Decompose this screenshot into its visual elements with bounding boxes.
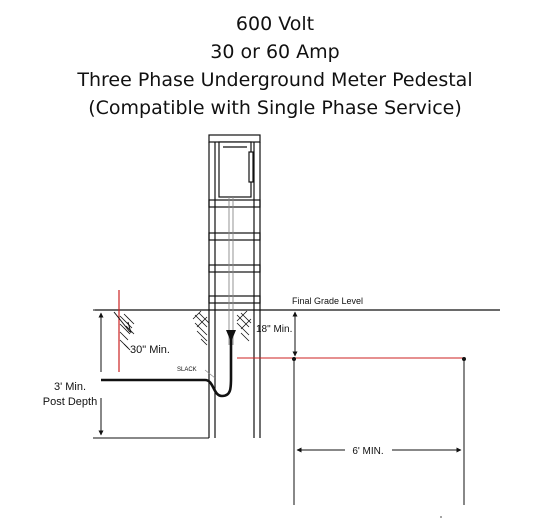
title-amperage: 30 or 60 Amp	[210, 41, 340, 63]
title-voltage: 600 Volt	[235, 13, 315, 35]
soil-hatch-pedestal	[192, 310, 252, 346]
title-block: 600 Volt 30 or 60 Amp Three Phase Underg…	[0, 10, 550, 122]
conduit-riser	[228, 197, 234, 345]
label-post-depth-2: Post Depth	[43, 396, 97, 408]
final-grade-label: Final Grade Level	[292, 296, 363, 306]
dimension-30-min	[113, 311, 132, 334]
label-30-min: 30" Min.	[130, 344, 170, 356]
label-18-min: 18" Min.	[256, 324, 292, 335]
dimension-post-depth	[93, 309, 209, 439]
stray-mark	[440, 516, 442, 518]
title-product: Three Phase Underground Meter Pedestal	[77, 69, 473, 91]
label-post-depth-1: 3' Min.	[54, 381, 86, 393]
ground-rod-clamp-left	[292, 357, 296, 361]
ground-rod-clamp-right	[462, 357, 466, 361]
cable-arrow	[226, 330, 236, 342]
service-cable	[101, 334, 233, 398]
meter-enclosure	[218, 141, 254, 198]
slack-pointer	[204, 369, 216, 379]
title-compatibility: (Compatible with Single Phase Service)	[88, 97, 462, 119]
label-slack: SLACK	[177, 367, 197, 373]
ground-rods	[293, 358, 465, 505]
label-6-min: 6' MIN.	[352, 446, 383, 457]
